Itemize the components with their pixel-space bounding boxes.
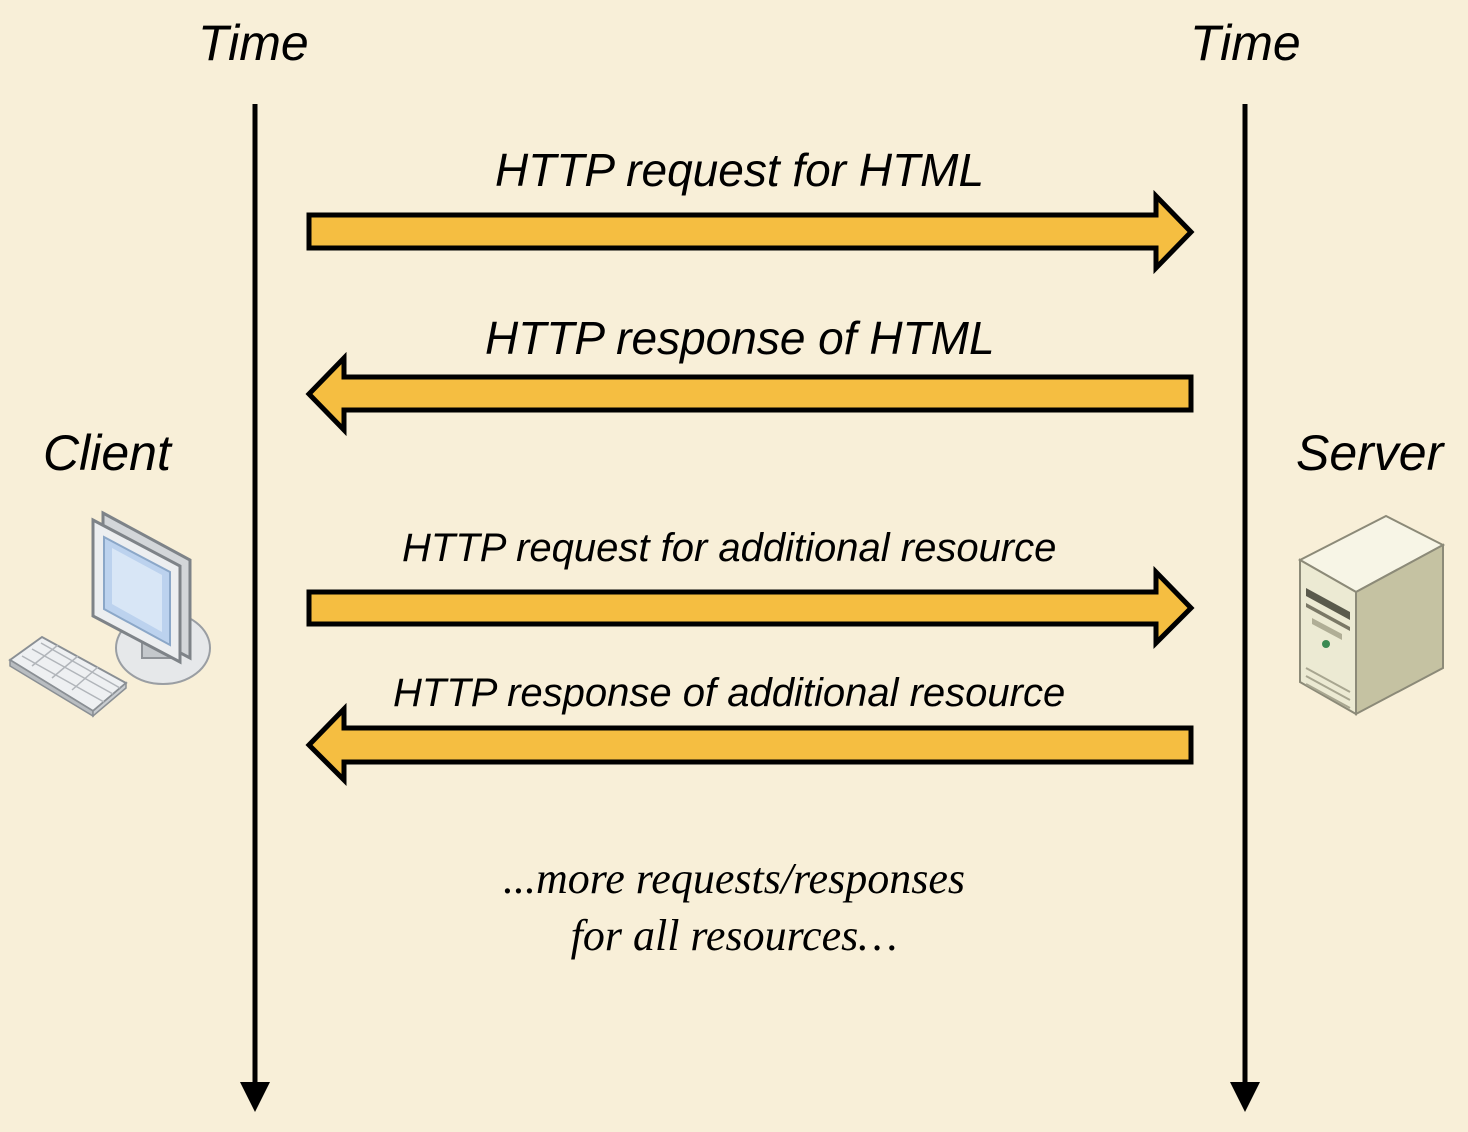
server-time-label: Time [1190,15,1301,71]
client-label: Client [43,425,171,481]
request-resource-label: HTTP request for additional resource [402,526,1057,570]
desktop-computer-icon [8,510,211,718]
server-tower-icon [1297,514,1446,716]
request-resource-arrow [306,565,1195,650]
response-resource-arrow [305,702,1194,787]
more-requests-note-line2: for all resources… [570,911,898,960]
client-time-label: Time [198,15,309,71]
server-label: Server [1296,425,1444,481]
client-timeline-arrowhead [240,1082,270,1112]
more-requests-note-line1: ...more requests/responses [503,854,965,903]
request-html-arrow [306,189,1195,275]
server-timeline-arrowhead [1230,1082,1260,1112]
response-html-arrow [305,351,1194,437]
request-html-label: HTTP request for HTML [495,144,985,196]
response-resource-label: HTTP response of additional resource [393,671,1066,715]
response-html-label: HTTP response of HTML [485,312,995,364]
